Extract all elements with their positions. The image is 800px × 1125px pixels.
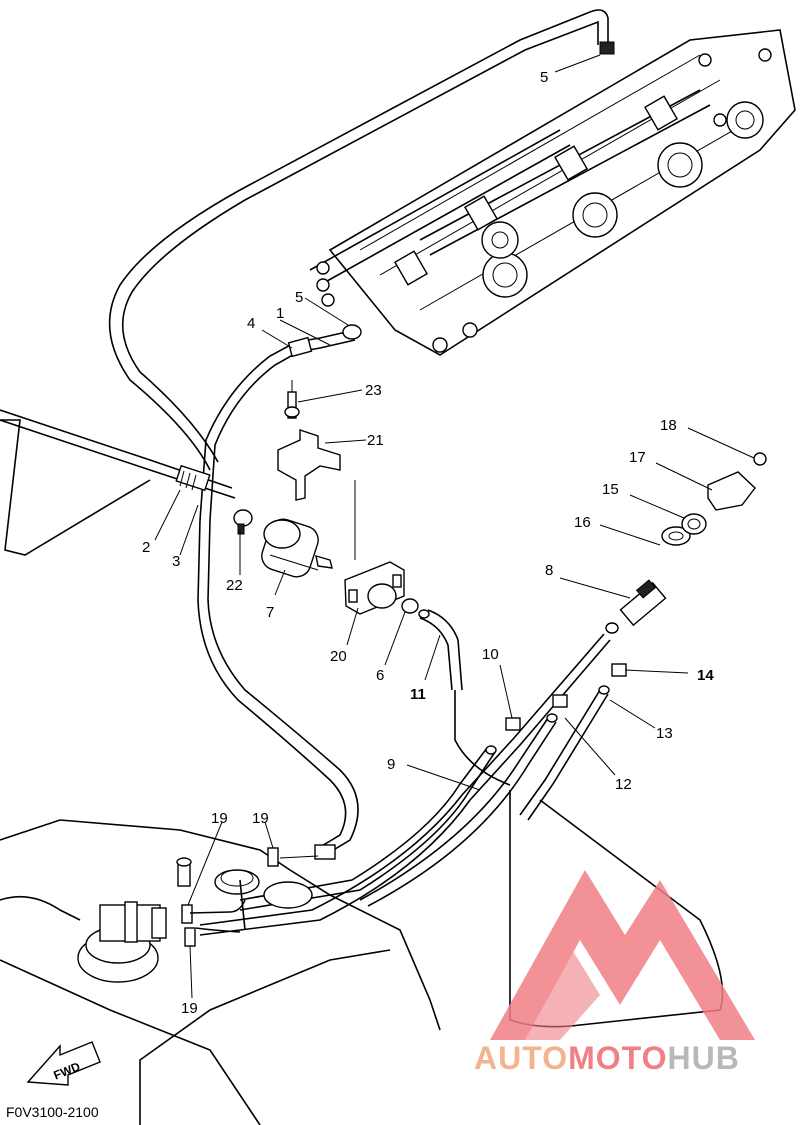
- watermark-auto: AUTO: [474, 1040, 569, 1076]
- label-5-top: 5: [540, 69, 548, 86]
- hose-2-3: [0, 409, 236, 556]
- label-14: 14: [697, 667, 714, 684]
- leader-lines: [154, 54, 755, 999]
- label-7: 7: [266, 604, 274, 621]
- label-4: 4: [247, 315, 255, 332]
- hoses-9-12-13: [199, 633, 724, 1028]
- bracket-21: [277, 380, 341, 501]
- filter-holder-20: [344, 480, 419, 615]
- label-1: 1: [276, 305, 284, 322]
- label-17: 17: [629, 449, 646, 466]
- fwd-arrow: FWD: [26, 1041, 101, 1086]
- watermark-text: AUTOMOTOHUB: [474, 1040, 740, 1077]
- label-21: 21: [367, 432, 384, 449]
- label-3: 3: [172, 553, 180, 570]
- label-6: 6: [376, 667, 384, 684]
- label-9: 9: [387, 756, 395, 773]
- fuel-filter: [233, 509, 333, 578]
- label-20: 20: [330, 648, 347, 665]
- label-19-right: 19: [252, 810, 269, 827]
- label-13: 13: [656, 725, 673, 742]
- hose-11: [418, 609, 511, 786]
- label-8: 8: [545, 562, 553, 579]
- label-10: 10: [482, 646, 499, 663]
- label-5-mid: 5: [295, 289, 303, 306]
- label-23: 23: [365, 382, 382, 399]
- label-19-bottom: 19: [181, 1000, 198, 1017]
- label-22: 22: [226, 577, 243, 594]
- label-11: 11: [410, 686, 426, 703]
- watermark-moto: MOTO: [568, 1040, 668, 1076]
- diagram-code: F0V3100-2100: [6, 1104, 99, 1120]
- label-18: 18: [660, 417, 677, 434]
- part-labels: 5 5 4 1 23 21 18 17 15 16 2 3 22 8 7 20 …: [142, 69, 714, 1017]
- watermark-hub: HUB: [667, 1040, 740, 1076]
- return-hose-top: [108, 9, 615, 471]
- watermark-logo: [490, 870, 755, 1040]
- label-15: 15: [602, 481, 619, 498]
- label-19-left: 19: [211, 810, 228, 827]
- hose-4-1: [197, 324, 362, 859]
- engine-manifold: [309, 29, 796, 356]
- label-2: 2: [142, 539, 150, 556]
- label-16: 16: [574, 514, 591, 531]
- label-12: 12: [615, 776, 632, 793]
- fuel-tank: [0, 819, 441, 1125]
- regulator-8: [605, 452, 767, 634]
